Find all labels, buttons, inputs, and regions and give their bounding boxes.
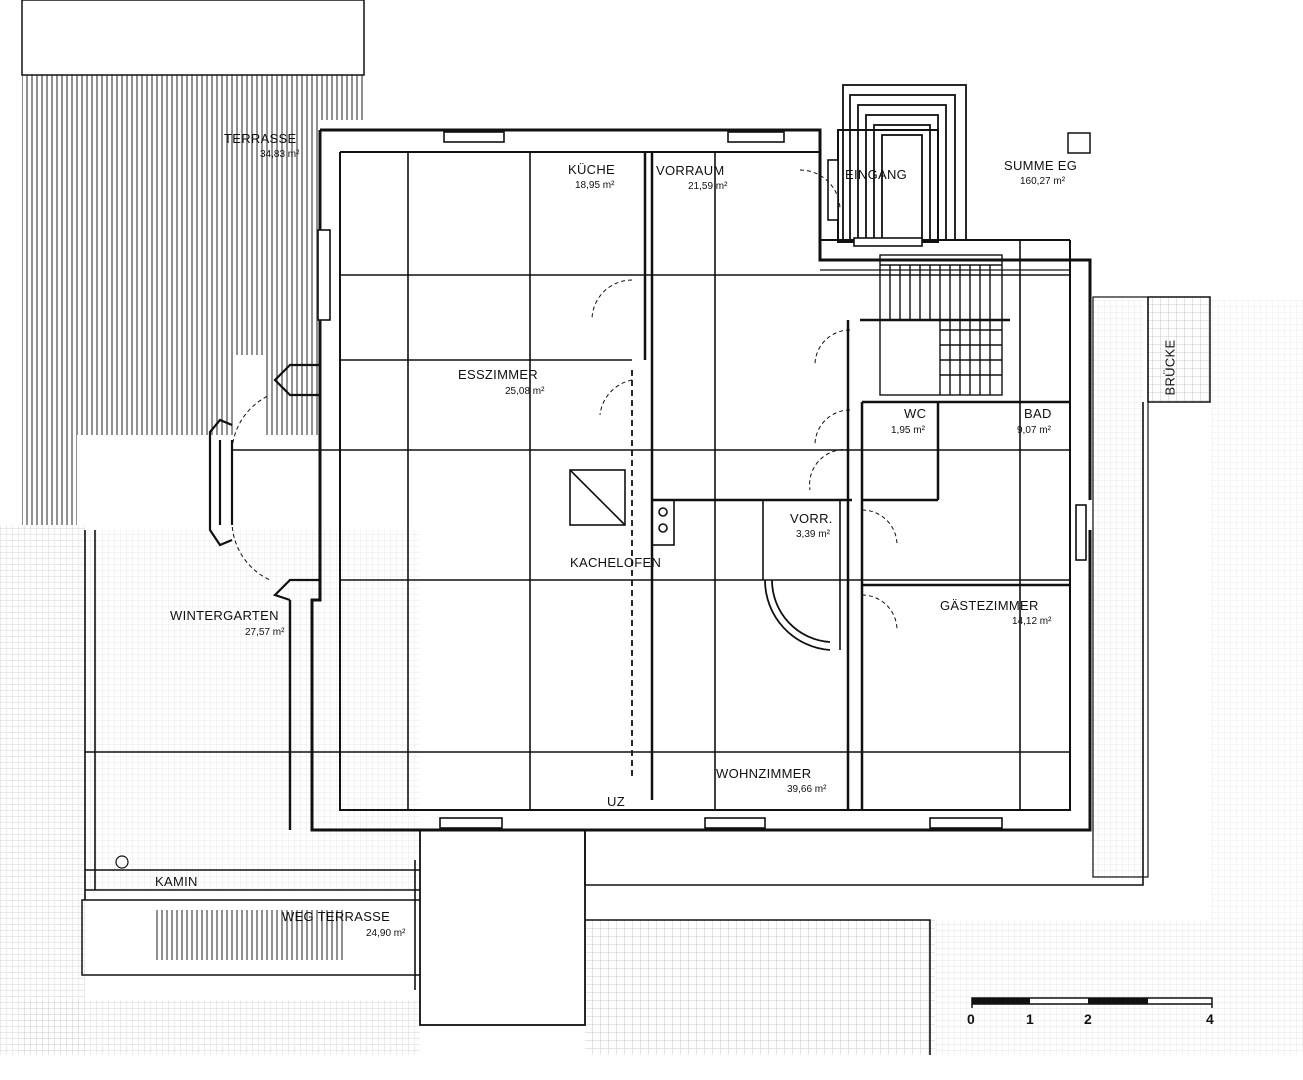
scale-label-2: 2 — [1084, 1011, 1092, 1027]
wohnzimmer-label: WOHNZIMMER — [716, 766, 812, 781]
terrace-hatch — [21, 0, 365, 525]
vorr-area: 3,39 m² — [796, 529, 830, 540]
eingang-label: EINGANG — [845, 167, 908, 182]
kueche-area: 18,95 m² — [575, 180, 615, 191]
bad-area: 9,07 m² — [1017, 425, 1051, 436]
gaestezimmer-label: GÄSTEZIMMER — [940, 598, 1039, 613]
walkway — [584, 402, 1144, 1055]
esszimmer-area: 25,08 m² — [505, 386, 545, 397]
scale-label-4: 4 — [1206, 1011, 1214, 1027]
bruecke-block — [1092, 296, 1211, 878]
scale-bar-graphic — [971, 997, 1213, 1008]
kachelofen-symbol — [569, 469, 675, 546]
scale-label-1: 1 — [1026, 1011, 1034, 1027]
kamin-label: KAMIN — [155, 874, 198, 889]
wegterrasse-area: 24,90 m² — [366, 928, 406, 939]
wc-area: 1,95 m² — [891, 425, 925, 436]
summe-area: 160,27 m² — [1020, 176, 1066, 187]
bruecke-label: BRÜCKE — [1162, 339, 1178, 396]
bay-window — [208, 363, 320, 602]
uz-label: UZ — [607, 794, 625, 809]
bad-label: BAD — [1024, 406, 1052, 421]
wintergarten-label: WINTERGARTEN — [170, 608, 279, 623]
interior-walls — [631, 152, 1070, 810]
summe-box — [1067, 132, 1091, 154]
vorr-label: VORR. — [790, 511, 833, 526]
kueche-label: KÜCHE — [568, 162, 616, 177]
wohnzimmer-area: 39,66 m² — [787, 784, 827, 795]
kachelofen-label: KACHELOFEN — [570, 555, 662, 570]
construction-lines — [84, 152, 1070, 990]
exterior-walls — [310, 128, 1092, 832]
curved-wall — [764, 579, 831, 651]
terrasse-area: 34,83 m² — [260, 149, 300, 160]
wintergarten-area: 27,57 m² — [245, 627, 285, 638]
wc-label: WC — [904, 406, 927, 421]
terrasse-label: TERRASSE — [224, 131, 297, 146]
door-swings — [231, 169, 898, 631]
staircase — [879, 254, 1003, 396]
summe-label: SUMME EG — [1004, 158, 1078, 173]
bottom-grid — [585, 300, 1303, 1055]
entrance-steps — [842, 84, 967, 241]
windows — [317, 131, 1087, 829]
kamin-symbol — [115, 855, 129, 869]
vorraum-area: 21,59 m² — [688, 181, 728, 192]
gaestezimmer-area: 14,12 m² — [1012, 616, 1052, 627]
scale-label-0: 0 — [967, 1011, 975, 1027]
vorraum-label: VORRAUM — [656, 163, 725, 178]
wegterrasse-label: WEG TERRASSE — [282, 909, 391, 924]
weg-terrasse — [81, 829, 586, 1026]
esszimmer-label: ESSZIMMER — [458, 367, 538, 382]
